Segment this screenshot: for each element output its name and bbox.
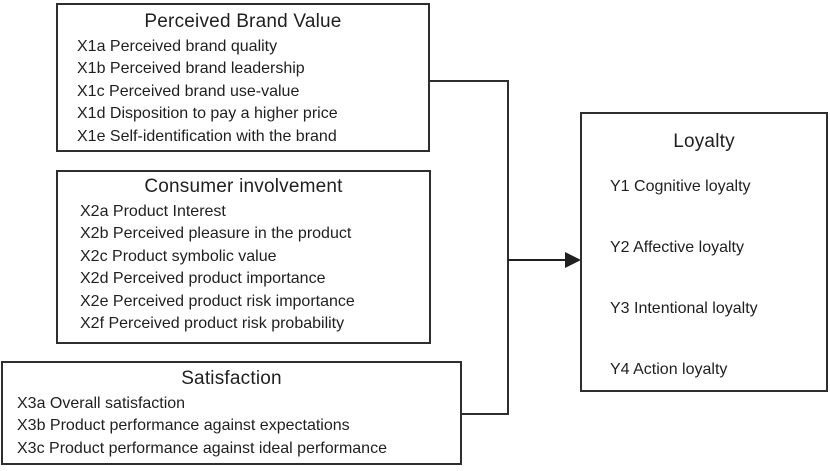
flow-arrowhead-icon [565,252,581,268]
connector-bus-line [428,80,509,415]
box-item: X2f Perceived product risk probability [80,315,345,333]
box-item: X2c Product symbolic value [80,247,277,265]
box-item: X3c Product performance against ideal pe… [17,439,387,457]
box-item-list: X1a Perceived brand quality X1b Perceive… [58,36,428,148]
box-item-list: X2a Product Interest X2b Perceived pleas… [58,201,429,335]
box-consumer-involvement: Consumer involvement X2a Product Interes… [56,170,431,344]
box-loyalty: Loyalty Y1 Cognitive loyalty Y2 Affectiv… [580,112,828,392]
box-item: X3b Product performance against expectat… [17,417,350,435]
box-title-consumer-involvement: Consumer involvement [144,176,343,197]
box-item: X2a Product Interest [80,203,226,220]
box-item-list: X3a Overall satisfaction X3b Product per… [3,393,460,460]
box-perceived-brand-value: Perceived Brand Value X1a Perceived bran… [56,3,430,152]
box-title-satisfaction: Satisfaction [181,368,282,389]
box-item: X1a Perceived brand quality [77,38,278,55]
box-item: X2e Perceived product risk importance [80,292,355,310]
box-title-perceived-brand-value: Perceived Brand Value [144,11,342,32]
box-item: X1e Self-identification with the brand [77,127,337,145]
box-item: X1c Perceived brand use-value [77,82,300,100]
box-item: Y1 Cognitive loyalty [610,178,751,195]
box-item: Y2 Affective loyalty [610,239,744,256]
box-item-list: Y1 Cognitive loyalty Y2 Affective loyalt… [582,176,826,381]
box-item: X1b Perceived brand leadership [77,60,305,78]
box-item: X1d Disposition to pay a higher price [77,105,338,123]
box-item: X2b Perceived pleasure in the product [80,225,352,243]
box-title-loyalty: Loyalty [673,131,735,152]
box-item: X3a Overall satisfaction [17,395,186,412]
box-item: Y3 Intentional loyalty [610,300,758,317]
box-item: Y4 Action loyalty [610,361,728,378]
box-satisfaction: Satisfaction X3a Overall satisfaction X3… [1,361,462,465]
box-item: X2d Perceived product importance [80,270,326,288]
